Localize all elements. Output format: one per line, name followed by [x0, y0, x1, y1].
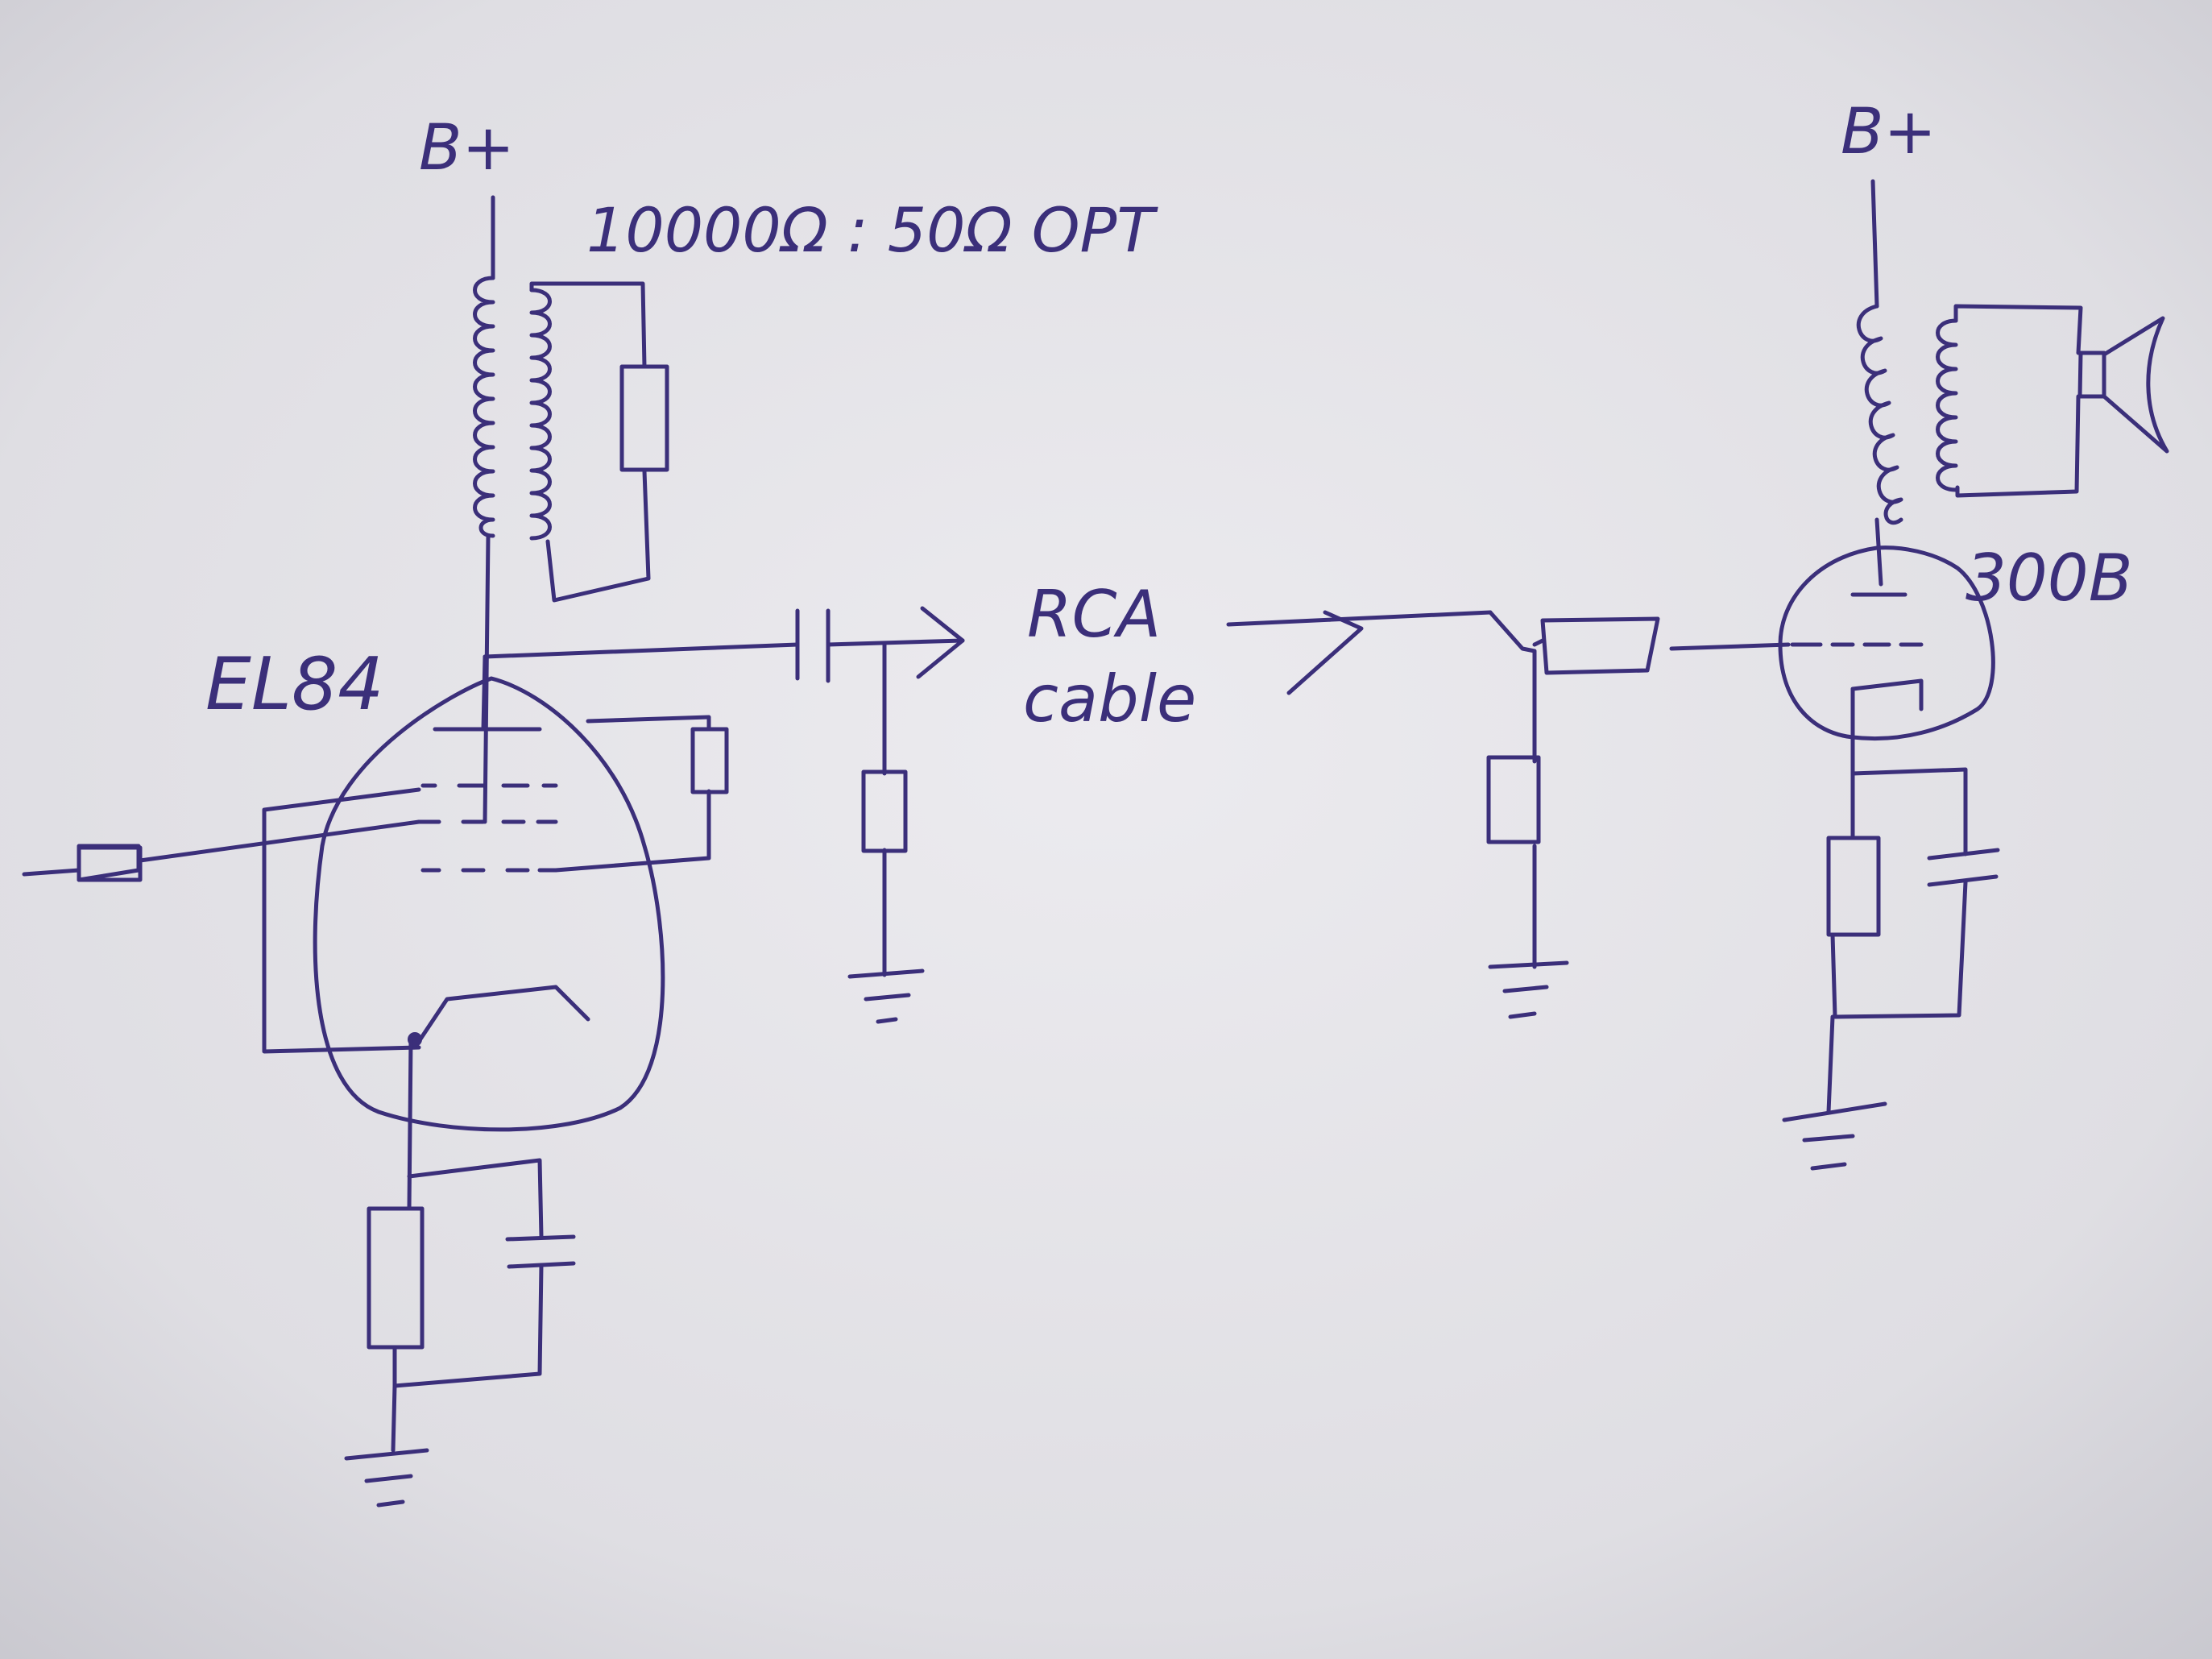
output-coupling: [795, 606, 965, 1024]
opt-secondary-loop: [529, 281, 651, 603]
ground-symbol-left: [344, 1448, 429, 1508]
tube-300b-label: 300B: [1966, 541, 2133, 616]
tube-300b-filament: [1850, 678, 1924, 748]
ground-symbol-in: [1488, 960, 1569, 1019]
bplus-right-label: B+: [1841, 96, 1937, 168]
opt-300b-primary: [1856, 304, 1903, 525]
tube-300b-envelope: [1778, 545, 1995, 741]
screen-resistor: [690, 727, 729, 794]
out-shunt-resistor: [861, 769, 908, 853]
filament-bypass-loop: [1830, 767, 1968, 1019]
rca-out-arrow: [916, 606, 965, 679]
cathode-ground-lead: [391, 1383, 397, 1453]
opt-load-resistor: [619, 364, 669, 472]
in-shunt-wire: [1488, 610, 1537, 969]
opt-secondary-coil: [529, 288, 552, 541]
grid-stopper-wire: [1532, 638, 1545, 647]
tube-300b-stage: B+ 300B: [1778, 96, 2169, 1171]
input-grid-wire: [138, 819, 421, 863]
el84-cathode: [412, 985, 590, 1050]
bplus-left-label: B+: [419, 112, 515, 185]
opt-primary-coil: [473, 276, 495, 538]
rca-label: RCA: [1027, 577, 1161, 652]
input-grid-resistor-body: [77, 845, 143, 882]
opt-300b-plate-lead: [1874, 517, 1883, 587]
filament-bias-resistor: [1826, 836, 1881, 937]
filament-ground-lead: [1826, 1014, 1835, 1114]
suppressor-tie-wire: [262, 787, 421, 1054]
cathode-bypass-capacitor: [505, 1234, 576, 1269]
speaker-icon: [2077, 316, 2169, 454]
bplus-right-wire: [1870, 179, 1879, 309]
filament-bypass-capacitor: [1927, 848, 2000, 887]
rca-in-arrow: [1226, 610, 1493, 695]
cable-label: cable: [1023, 662, 1196, 736]
speaker-loop: [1953, 304, 2083, 498]
el84-plate: [433, 654, 542, 732]
bypass-loop: [392, 1158, 544, 1388]
grid-stopper-resistor: [1540, 616, 1660, 675]
opt-300b-secondary: [1936, 318, 1958, 492]
input-300b-network: [1226, 610, 1791, 1019]
cathode-lead: [407, 1037, 413, 1211]
el84-label: EL84: [205, 642, 384, 727]
in-shunt-resistor: [1486, 755, 1541, 844]
ground-symbol-right: [1782, 1101, 1887, 1171]
screen-wire: [553, 715, 711, 873]
plate-output-wire: [483, 642, 800, 659]
el84-stage: B+ 10000Ω : 50Ω OPT EL84: [22, 112, 1158, 1508]
opt-ratio-label: 10000Ω : 50Ω OPT: [586, 194, 1158, 266]
input-wire-left: [22, 868, 81, 877]
coupling-out-wire: [826, 638, 965, 647]
ground-symbol-mid: [847, 968, 925, 1024]
el84-tube-envelope: [313, 676, 665, 1132]
grid-300b-wire: [1669, 642, 1791, 651]
